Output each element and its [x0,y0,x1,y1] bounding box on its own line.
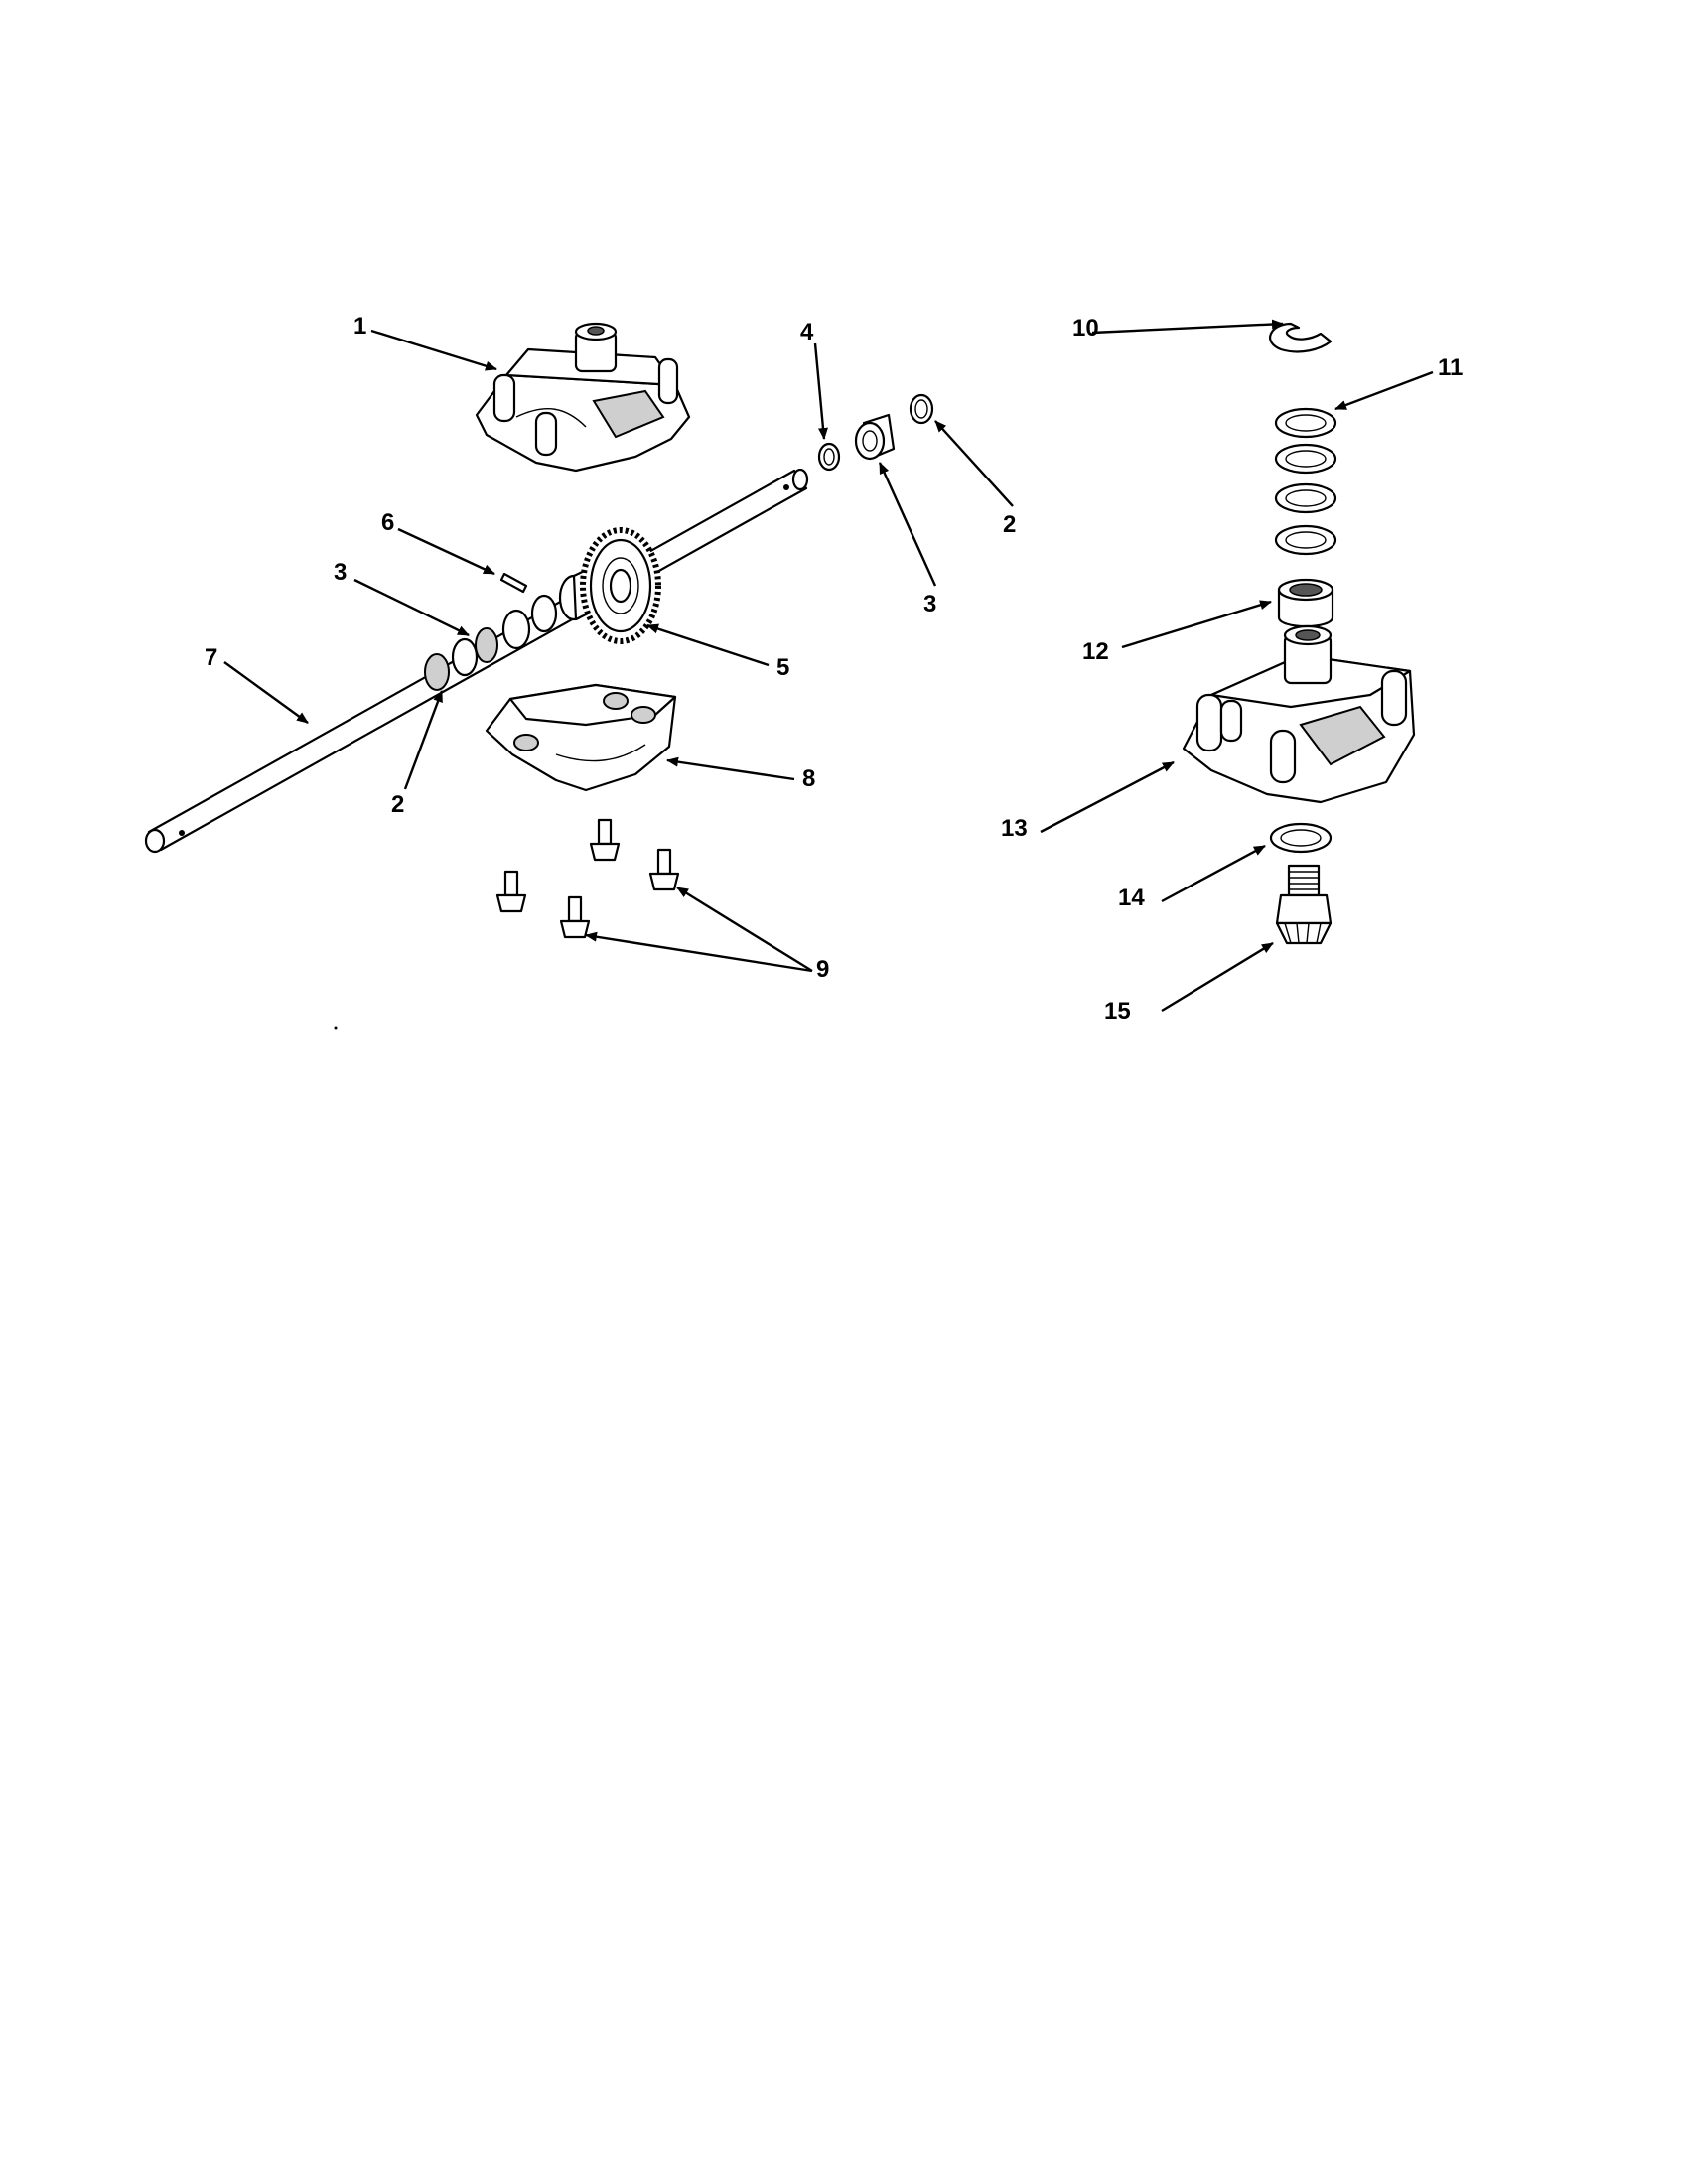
callout-14: 14 [1118,885,1145,911]
callout-5: 5 [776,654,789,681]
upper-housing [475,322,691,473]
bushing-3 [854,413,896,461]
callout-2-right: 2 [1003,511,1016,538]
e-clip [1269,322,1333,353]
bolt-1 [589,818,621,862]
washer-stack [1274,407,1337,556]
bevel-gear [580,527,661,644]
washer-14 [1269,822,1333,854]
retaining-ring-4 [817,442,841,472]
callout-7: 7 [205,644,217,671]
callout-1: 1 [353,313,366,340]
callout-11: 11 [1438,354,1463,381]
callout-labels: 1 4 10 11 2 3 6 3 5 7 2 8 12 13 14 15 9 [205,313,1463,1024]
bolt-2 [648,848,680,891]
callout-2-left: 2 [391,791,404,818]
callout-4: 4 [800,319,814,345]
callout-8: 8 [802,765,815,792]
callout-3-right: 3 [923,591,936,617]
right-housing [1182,624,1416,804]
stray-dot [334,1026,338,1030]
callout-3-left: 3 [334,559,347,586]
callout-9: 9 [816,956,829,983]
bolt-set [495,818,680,939]
thrust-washer-2 [909,393,934,425]
lower-housing [485,683,677,792]
needle-bearing [1277,578,1334,627]
callout-6: 6 [381,509,394,536]
callout-10: 10 [1072,315,1099,341]
pinion-gear [1275,864,1333,945]
callout-13: 13 [1001,815,1028,842]
bolt-3 [495,870,527,913]
leader-lines [223,319,1434,1013]
bolt-4 [559,895,591,939]
callout-12: 12 [1082,638,1109,665]
callout-15: 15 [1104,998,1131,1024]
key-pin [499,572,528,594]
